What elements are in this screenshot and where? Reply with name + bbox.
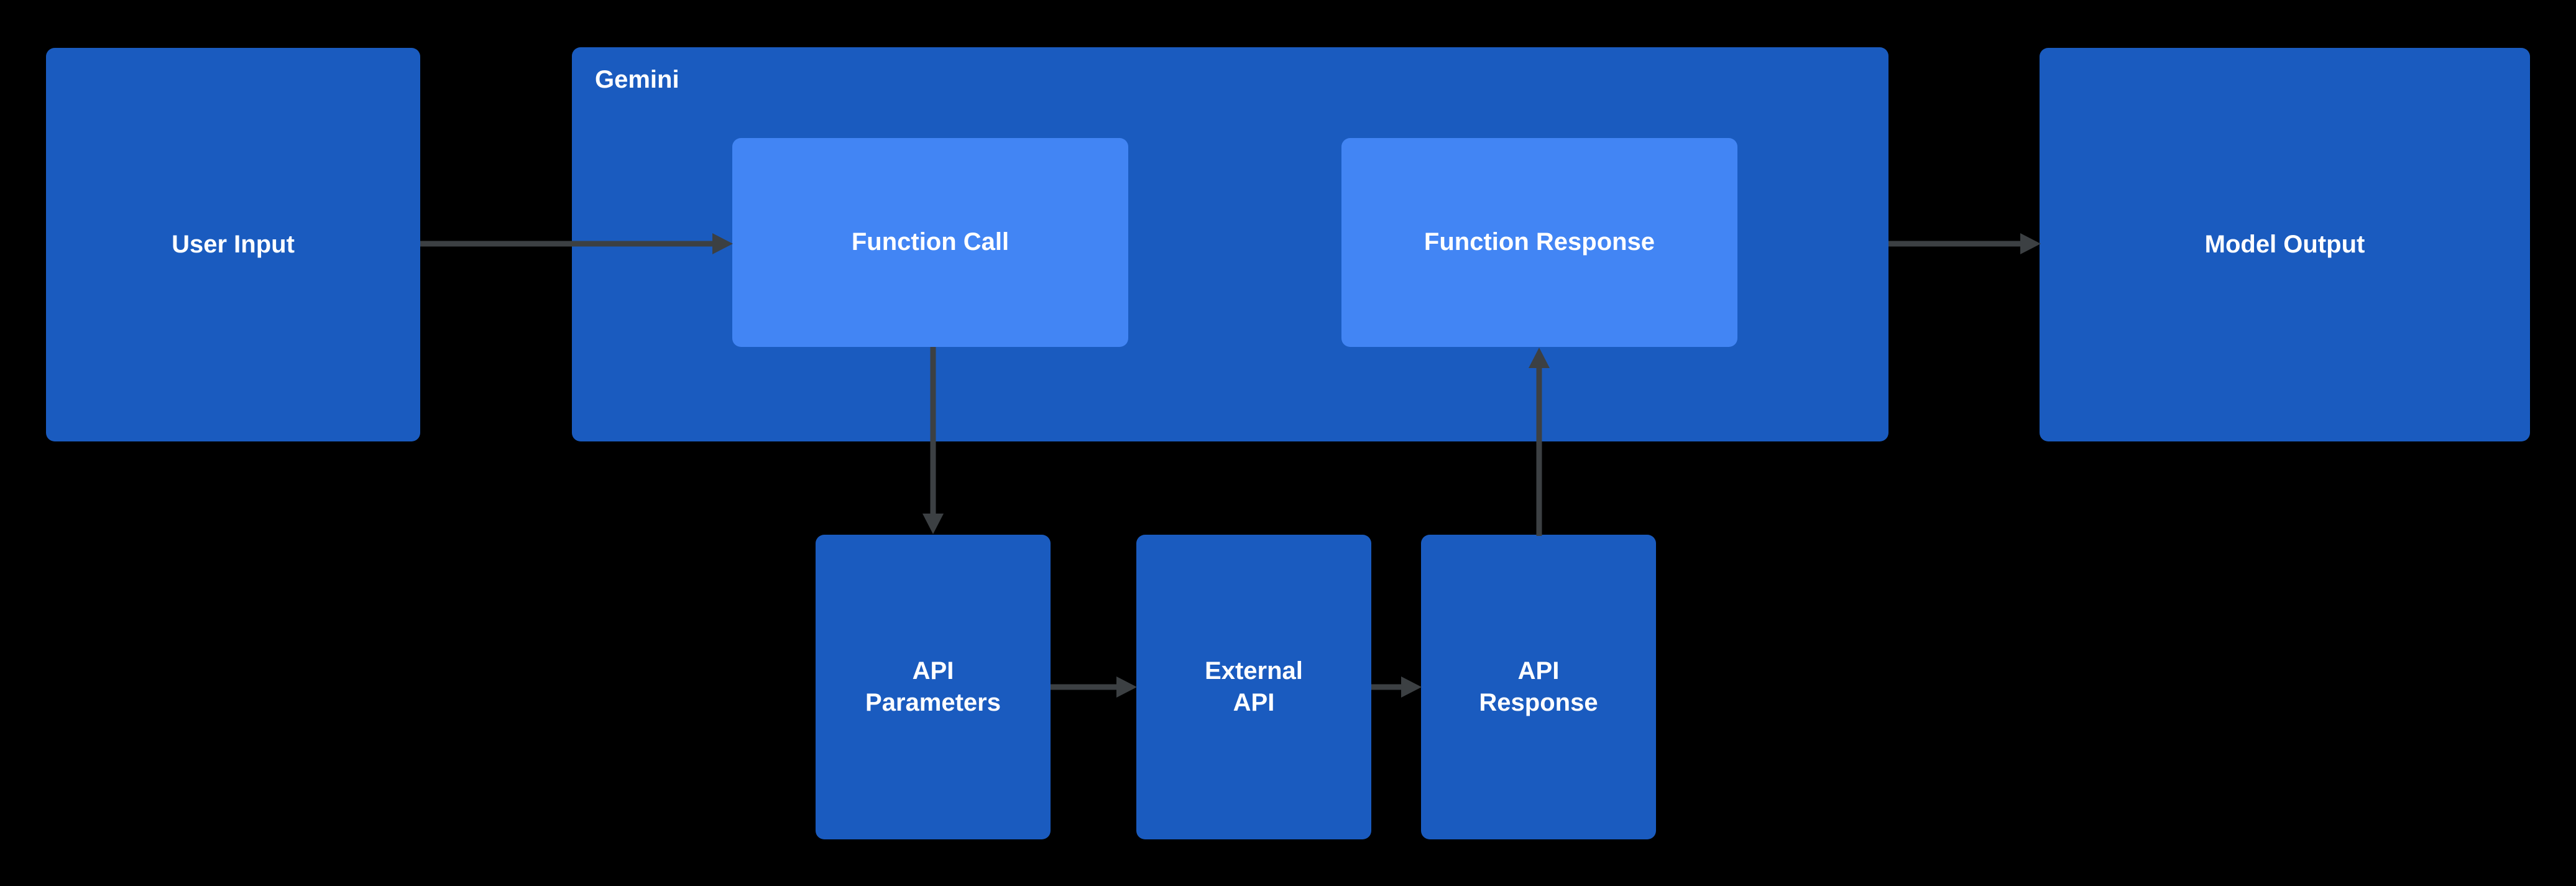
edge-function-response-to-model-output: [1888, 231, 2043, 256]
edge-function-call-to-api-parameters: [921, 347, 945, 536]
node-user-input[interactable]: User Input: [46, 48, 420, 441]
node-model-output-label: Model Output: [2204, 230, 2365, 258]
edge-api-parameters-to-external-api: [1051, 675, 1139, 699]
edge-external-api-to-api-response: [1371, 675, 1424, 699]
node-function-response[interactable]: Function Response: [1341, 138, 1737, 347]
node-external-api-label: External API: [1205, 657, 1303, 716]
node-api-parameters-label: API Parameters: [865, 657, 1001, 716]
node-function-call-label: Function Call: [851, 228, 1010, 256]
gemini-container-label: Gemini: [595, 66, 679, 93]
node-function-response-label: Function Response: [1424, 228, 1655, 256]
node-api-response[interactable]: API Response: [1421, 535, 1656, 839]
node-user-input-label: User Input: [172, 230, 295, 258]
node-api-response-label: API Response: [1479, 657, 1598, 716]
node-function-call[interactable]: Function Call: [732, 138, 1128, 347]
edge-user-input-to-function-call: [420, 231, 735, 256]
node-model-output[interactable]: Model Output: [2040, 48, 2530, 441]
node-api-parameters[interactable]: API Parameters: [816, 535, 1051, 839]
edge-api-response-to-function-response: [1527, 346, 1552, 536]
node-external-api[interactable]: External API: [1136, 535, 1371, 839]
